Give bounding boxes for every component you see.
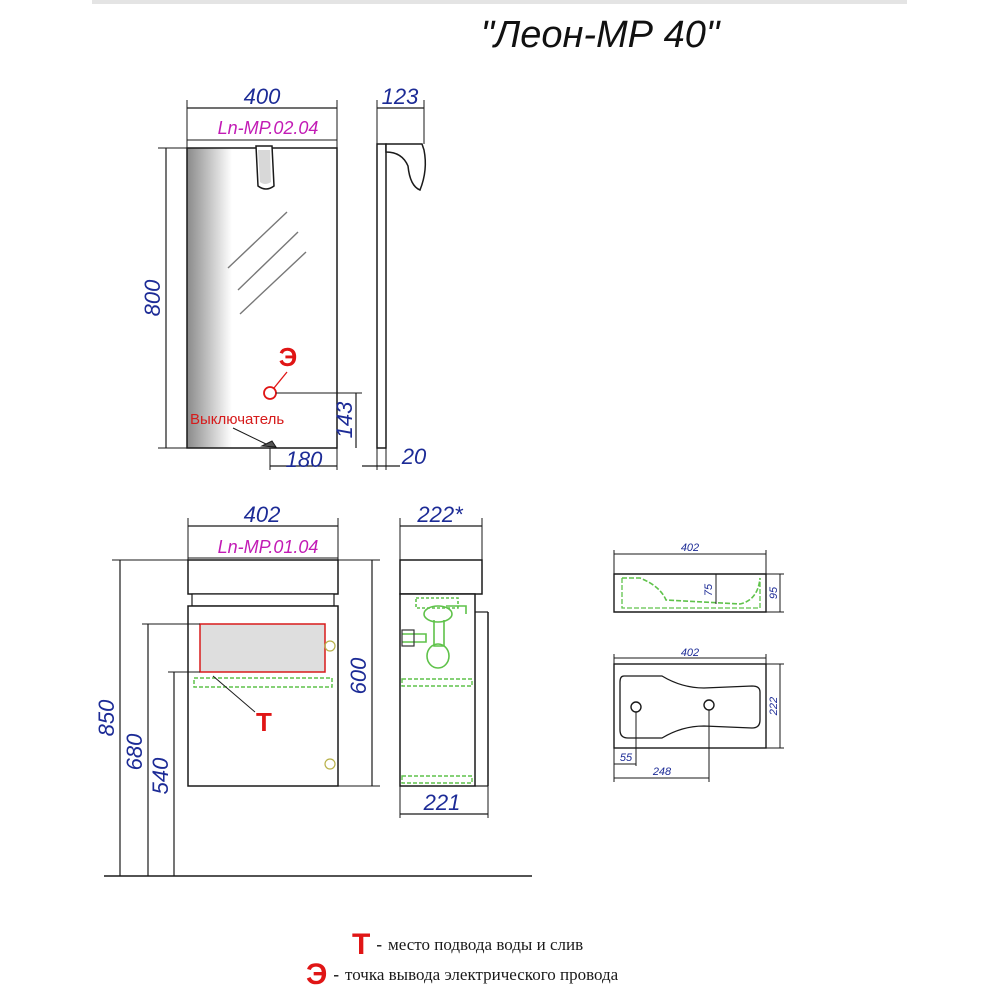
legend-electric: Э-точка вывода электрического провода <box>0 958 1000 992</box>
dim-total-height: 850 <box>94 699 119 736</box>
legend-electric-symbol: Э <box>306 958 328 991</box>
mirror-front-view: 400 Ln-MP.02.04 800 143 180 Э Выключател… <box>140 84 362 472</box>
mirror-side-lamp-icon <box>385 143 427 191</box>
basin-bowl-top <box>619 675 761 739</box>
dim-height-540: 540 <box>148 757 173 794</box>
mirror-side-view: 123 20 <box>362 84 427 470</box>
dim-mirror-depth: 123 <box>382 84 419 109</box>
dim-cabinet-width: 402 <box>244 502 281 527</box>
hinge-icon <box>324 640 336 652</box>
dim-mirror-width: 400 <box>244 84 281 109</box>
siphon-icon <box>402 597 467 669</box>
top-rule <box>92 0 907 4</box>
dim-tap-offset: 248 <box>652 766 672 778</box>
mirror-reflection-line <box>227 211 288 269</box>
tap-hole-icon <box>703 699 715 711</box>
basin-bowl-profile <box>622 577 761 605</box>
dim-cabinet-height: 600 <box>346 657 371 694</box>
cabinet-front-view: 402 Ln-MP.01.04 600 850 680 540 Т <box>94 502 532 877</box>
legend-water-dash: - <box>376 935 382 954</box>
code-cabinet: Ln-MP.01.04 <box>218 537 319 557</box>
cabinet-side-top <box>399 559 483 595</box>
dim-basin-top-width: 402 <box>681 647 699 659</box>
dim-cabinet-base-depth: 221 <box>423 790 461 815</box>
dim-switch-height: 143 <box>332 401 357 438</box>
basin-side-section: 402 75 95 <box>613 542 784 613</box>
mirror-panel <box>186 147 338 449</box>
dim-mirror-height: 800 <box>140 279 165 316</box>
legend-water: Т-место подвода воды и слив <box>0 928 1000 962</box>
drawing-title: "Леон-МР 40" <box>480 14 720 56</box>
cabinet-side-plinth <box>401 775 473 784</box>
switch-icon <box>260 440 277 448</box>
dim-basin-top-depth: 222 <box>768 697 780 716</box>
cabinet-side-body <box>399 593 476 787</box>
dim-basin-inner-depth: 75 <box>703 583 715 596</box>
legend-electric-dash: - <box>333 965 340 984</box>
hinge-icon <box>324 758 336 770</box>
basin-top-view: 402 222 55 248 <box>613 647 784 782</box>
mirror-side-profile <box>376 143 387 449</box>
dim-basin-side-width: 402 <box>681 542 699 554</box>
dim-basin-height: 95 <box>768 586 780 599</box>
dim-height-680: 680 <box>122 733 147 770</box>
cabinet-side-shelf <box>401 678 473 687</box>
marker-electric: Э <box>279 342 298 372</box>
mirror-reflection-line <box>237 231 299 291</box>
water-zone <box>199 623 326 673</box>
drain-hole-icon <box>630 701 642 713</box>
cabinet-basin-top <box>187 559 339 595</box>
legend-water-text: место подвода воды и слив <box>388 935 584 954</box>
dim-cabinet-depth: 222* <box>416 502 464 527</box>
code-mirror: Ln-MP.02.04 <box>218 118 319 138</box>
dim-drain-offset: 55 <box>620 752 633 764</box>
mirror-reflection-line <box>239 251 307 315</box>
label-switch: Выключатель <box>190 411 284 428</box>
marker-water: Т <box>256 707 272 737</box>
dim-mirror-thickness: 20 <box>401 444 427 469</box>
legend-electric-text: точка вывода электрического провода <box>345 965 619 984</box>
legend-water-symbol: Т <box>352 928 371 961</box>
basin-side-outline <box>613 573 767 613</box>
cabinet-shelf <box>193 677 333 688</box>
dim-switch-offset: 180 <box>286 447 323 472</box>
cabinet-side-view: 222* 221 <box>399 502 489 818</box>
